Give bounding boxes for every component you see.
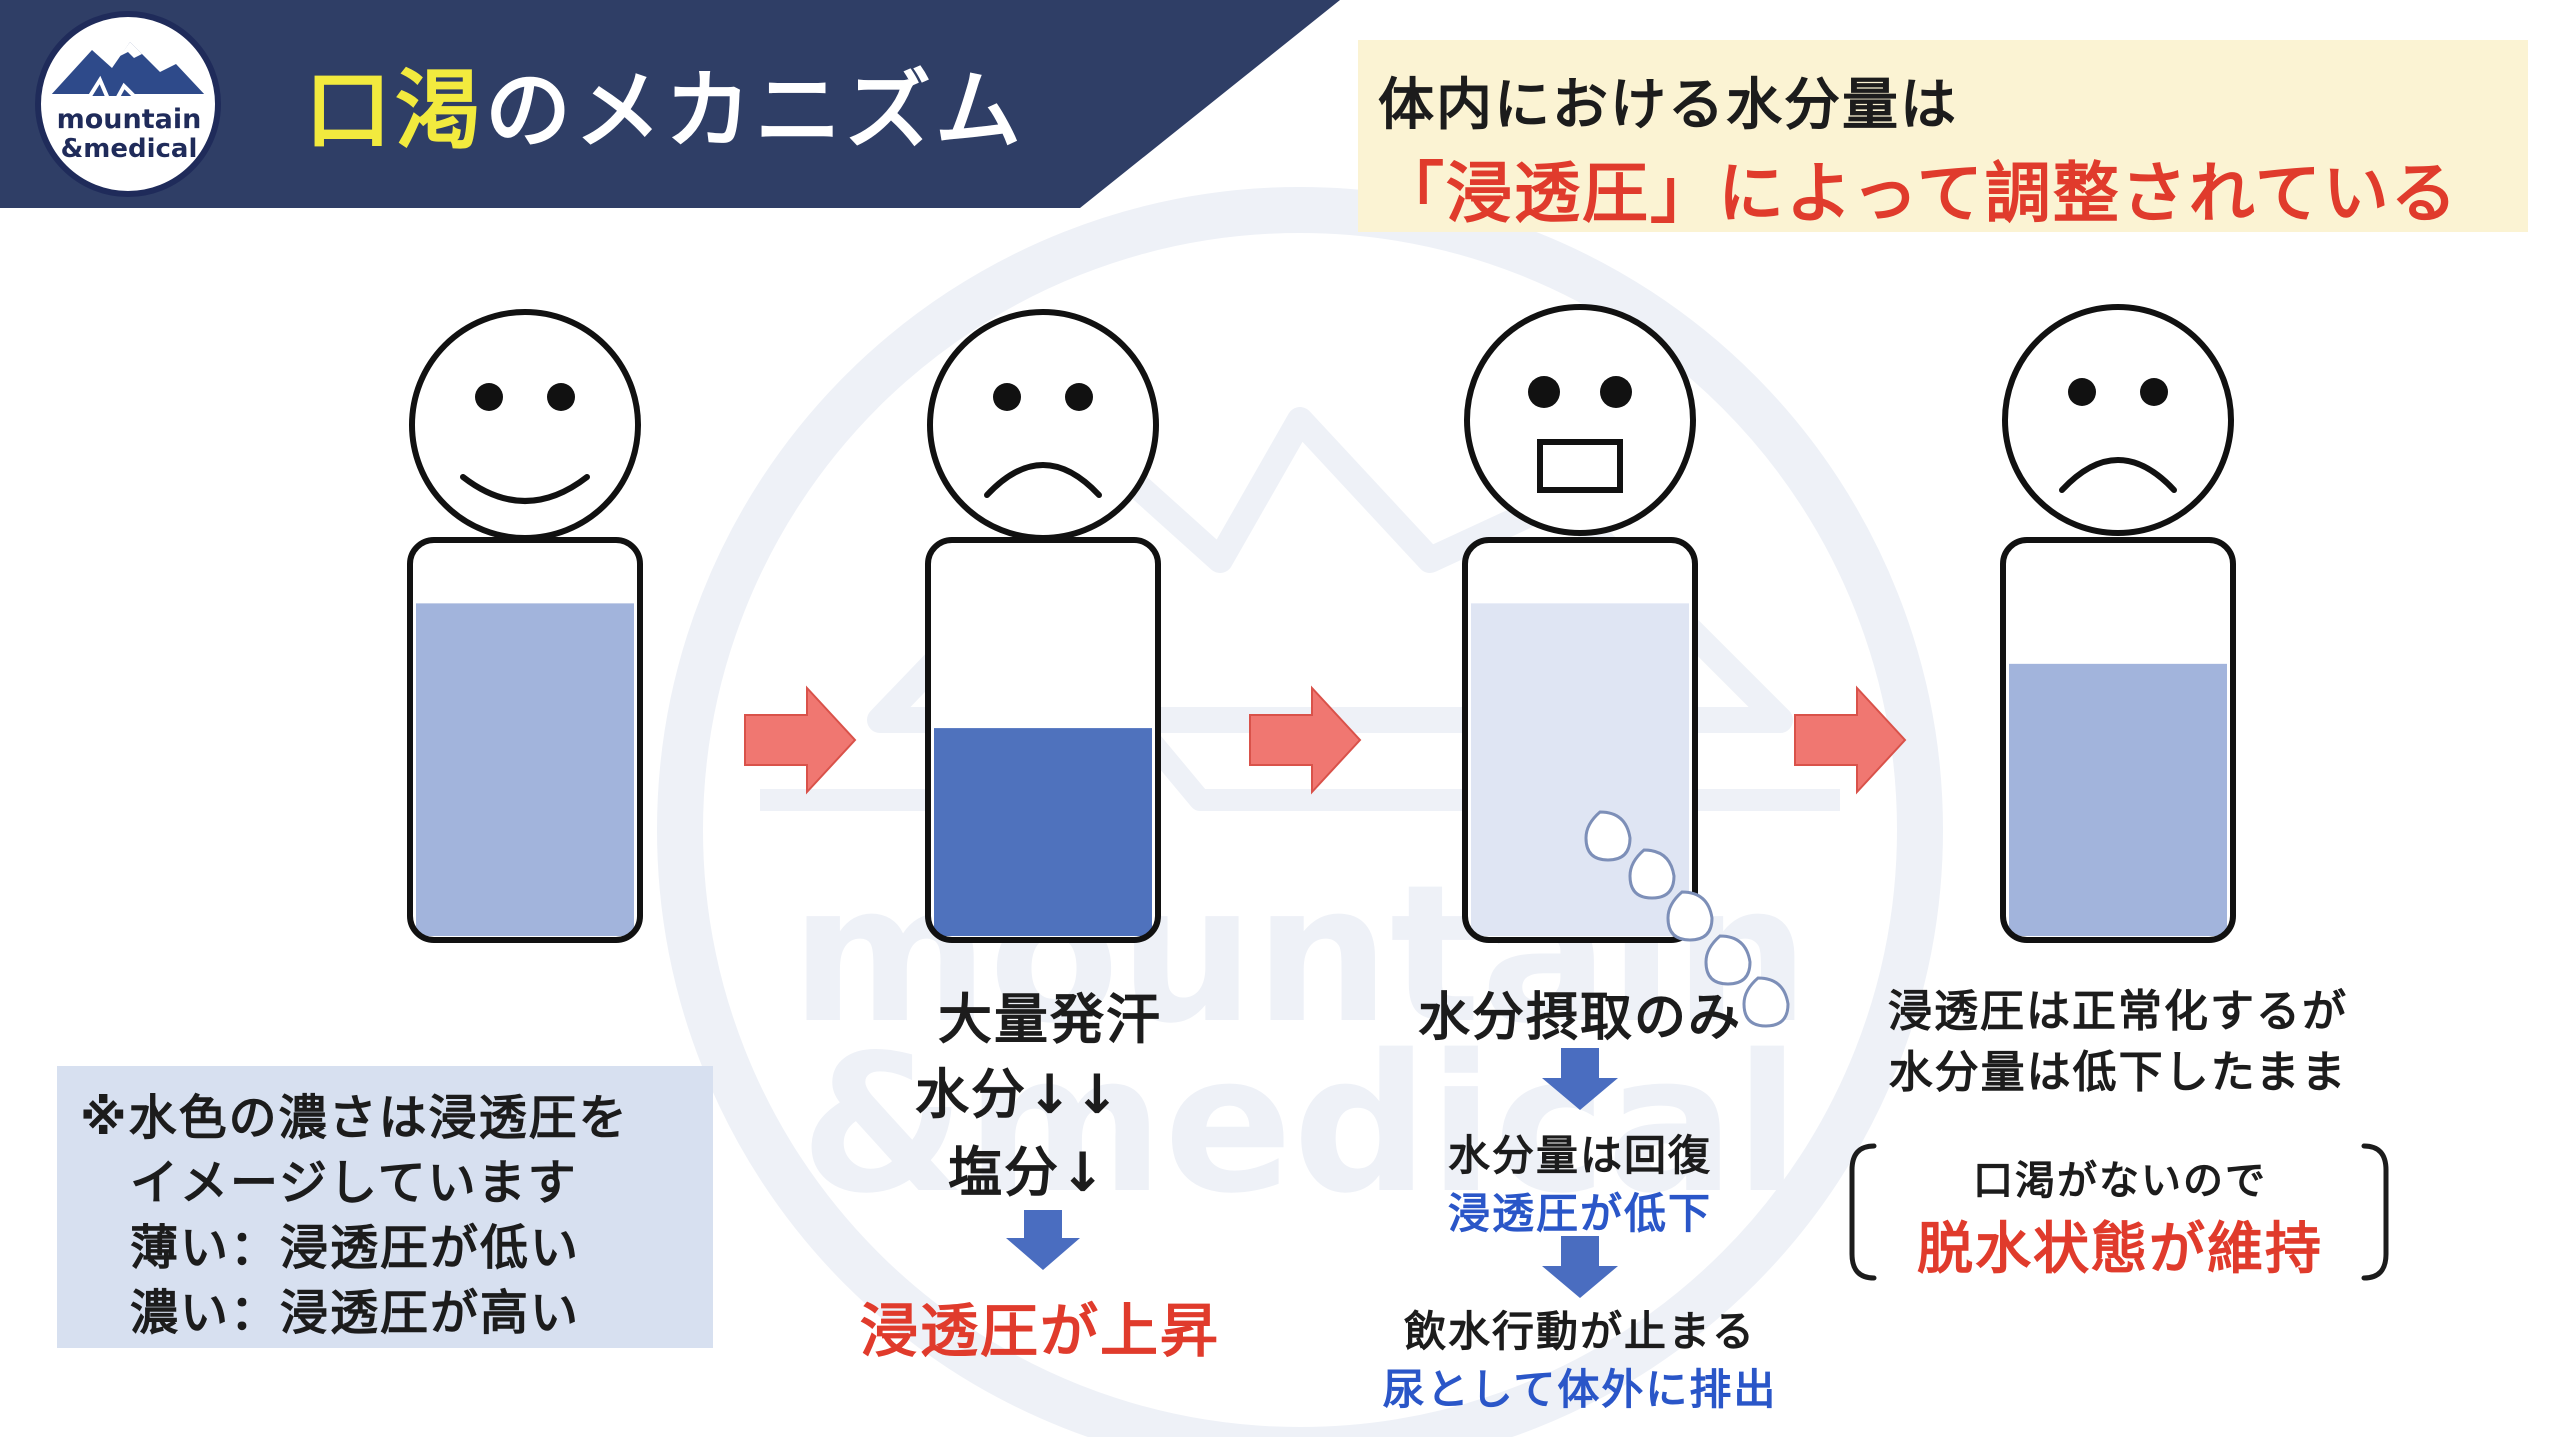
droplets	[1584, 810, 1790, 1028]
step3-title: 水分摂取のみ	[1417, 988, 1742, 1048]
step3-end-black: 飲水行動が止まる	[1403, 1307, 1756, 1356]
notice-box	[1358, 40, 2528, 232]
arrow-group	[744, 685, 1907, 795]
legend-line3: 薄い：浸透圧が低い	[130, 1220, 581, 1276]
droplet-icon	[1584, 810, 1632, 862]
legend-line1: ※水色の濃さは浸透圧を	[80, 1090, 629, 1146]
logo-circle	[35, 11, 221, 197]
figure-head	[409, 309, 641, 541]
figure-head	[927, 309, 1159, 541]
figure-head	[1464, 304, 1696, 536]
eye-icon	[1600, 376, 1632, 408]
figure-water	[934, 728, 1152, 936]
right-arrow-icon	[1249, 685, 1362, 795]
droplet-icon	[1704, 934, 1752, 986]
down-arrow-icon	[1542, 1236, 1618, 1298]
title-rest: のメカニズム	[485, 61, 1025, 161]
figure-group	[407, 304, 2236, 943]
eye-icon	[993, 383, 1021, 411]
step3-mid-black: 水分量は回復	[1447, 1131, 1712, 1180]
frown-mouth-icon	[2059, 457, 2177, 493]
droplet-icon	[1666, 890, 1714, 942]
eye-icon	[1065, 383, 1093, 411]
figure-3	[1462, 304, 1698, 943]
snowcap-icon	[120, 42, 142, 58]
right-bracket	[2361, 1143, 2389, 1281]
droplet-icon	[1742, 976, 1790, 1028]
down-arrow-icon	[1542, 1048, 1618, 1110]
figure-water	[416, 603, 634, 936]
right-arrow-icon	[744, 685, 857, 795]
figure-body	[2000, 537, 2236, 943]
open-mouth-icon	[1537, 439, 1623, 493]
figure-head	[2002, 304, 2234, 536]
figure-water	[2009, 663, 2227, 936]
step2-line2: 水分↓↓	[915, 1063, 1122, 1126]
title-banner	[0, 0, 1340, 208]
frown-mouth-icon	[984, 462, 1102, 498]
right-arrow-icon	[1794, 685, 1907, 795]
figure-body	[1462, 537, 1698, 943]
left-bracket	[1849, 1143, 1877, 1281]
step2-line3: 塩分↓	[948, 1141, 1108, 1204]
watermark-logo: mountain &medical	[657, 187, 1943, 1437]
figure-1	[407, 309, 643, 943]
figure-2	[925, 309, 1161, 943]
step2-line1: 大量発汗	[938, 988, 1162, 1051]
notice-line1: 体内における水分量は	[1378, 73, 1958, 138]
down-arrow-icon	[1006, 1210, 1080, 1270]
legend-box	[57, 1066, 713, 1348]
watermark-ring	[657, 187, 1943, 1437]
mountain-icon	[50, 42, 206, 96]
legend-line2: イメージしています	[130, 1155, 578, 1211]
page-title: 口渇のメカニズム	[305, 40, 1025, 165]
step4-line1: 浸透圧は正常化するが	[1888, 986, 2348, 1037]
title-highlight: 口渇	[305, 61, 485, 161]
down-arrows	[1006, 1048, 1618, 1298]
watermark-text-line2: &medical	[800, 1014, 1800, 1235]
figure-4	[2000, 304, 2236, 943]
logo	[35, 11, 221, 197]
eye-icon	[1528, 376, 1560, 408]
step4-note-small: 口渇がないので	[1973, 1158, 2267, 1204]
eye-icon	[475, 383, 503, 411]
step4-line2: 水分量は低下したまま	[1888, 1047, 2348, 1098]
eye-icon	[2068, 378, 2096, 406]
eye-icon	[547, 383, 575, 411]
eye-icon	[2140, 378, 2168, 406]
step4-note-big: 脱水状態が維持	[1917, 1217, 2323, 1282]
legend-line4: 濃い：浸透圧が高い	[130, 1285, 581, 1341]
step3-mid-blue: 浸透圧が低下	[1447, 1189, 1712, 1238]
step3-end-blue: 尿として体外に排出	[1382, 1365, 1778, 1414]
droplet-icon	[1628, 848, 1676, 900]
smile-mouth-icon	[460, 474, 590, 504]
notice-line2: 「浸透圧」によって調整されている	[1378, 155, 2459, 232]
note-brackets	[1849, 1143, 2389, 1281]
pulse-icon	[48, 75, 210, 113]
logo-text-line2: &medical	[60, 134, 198, 164]
step2-result: 浸透圧が上昇	[859, 1297, 1220, 1365]
logo-text-line1: mountain	[56, 104, 202, 135]
